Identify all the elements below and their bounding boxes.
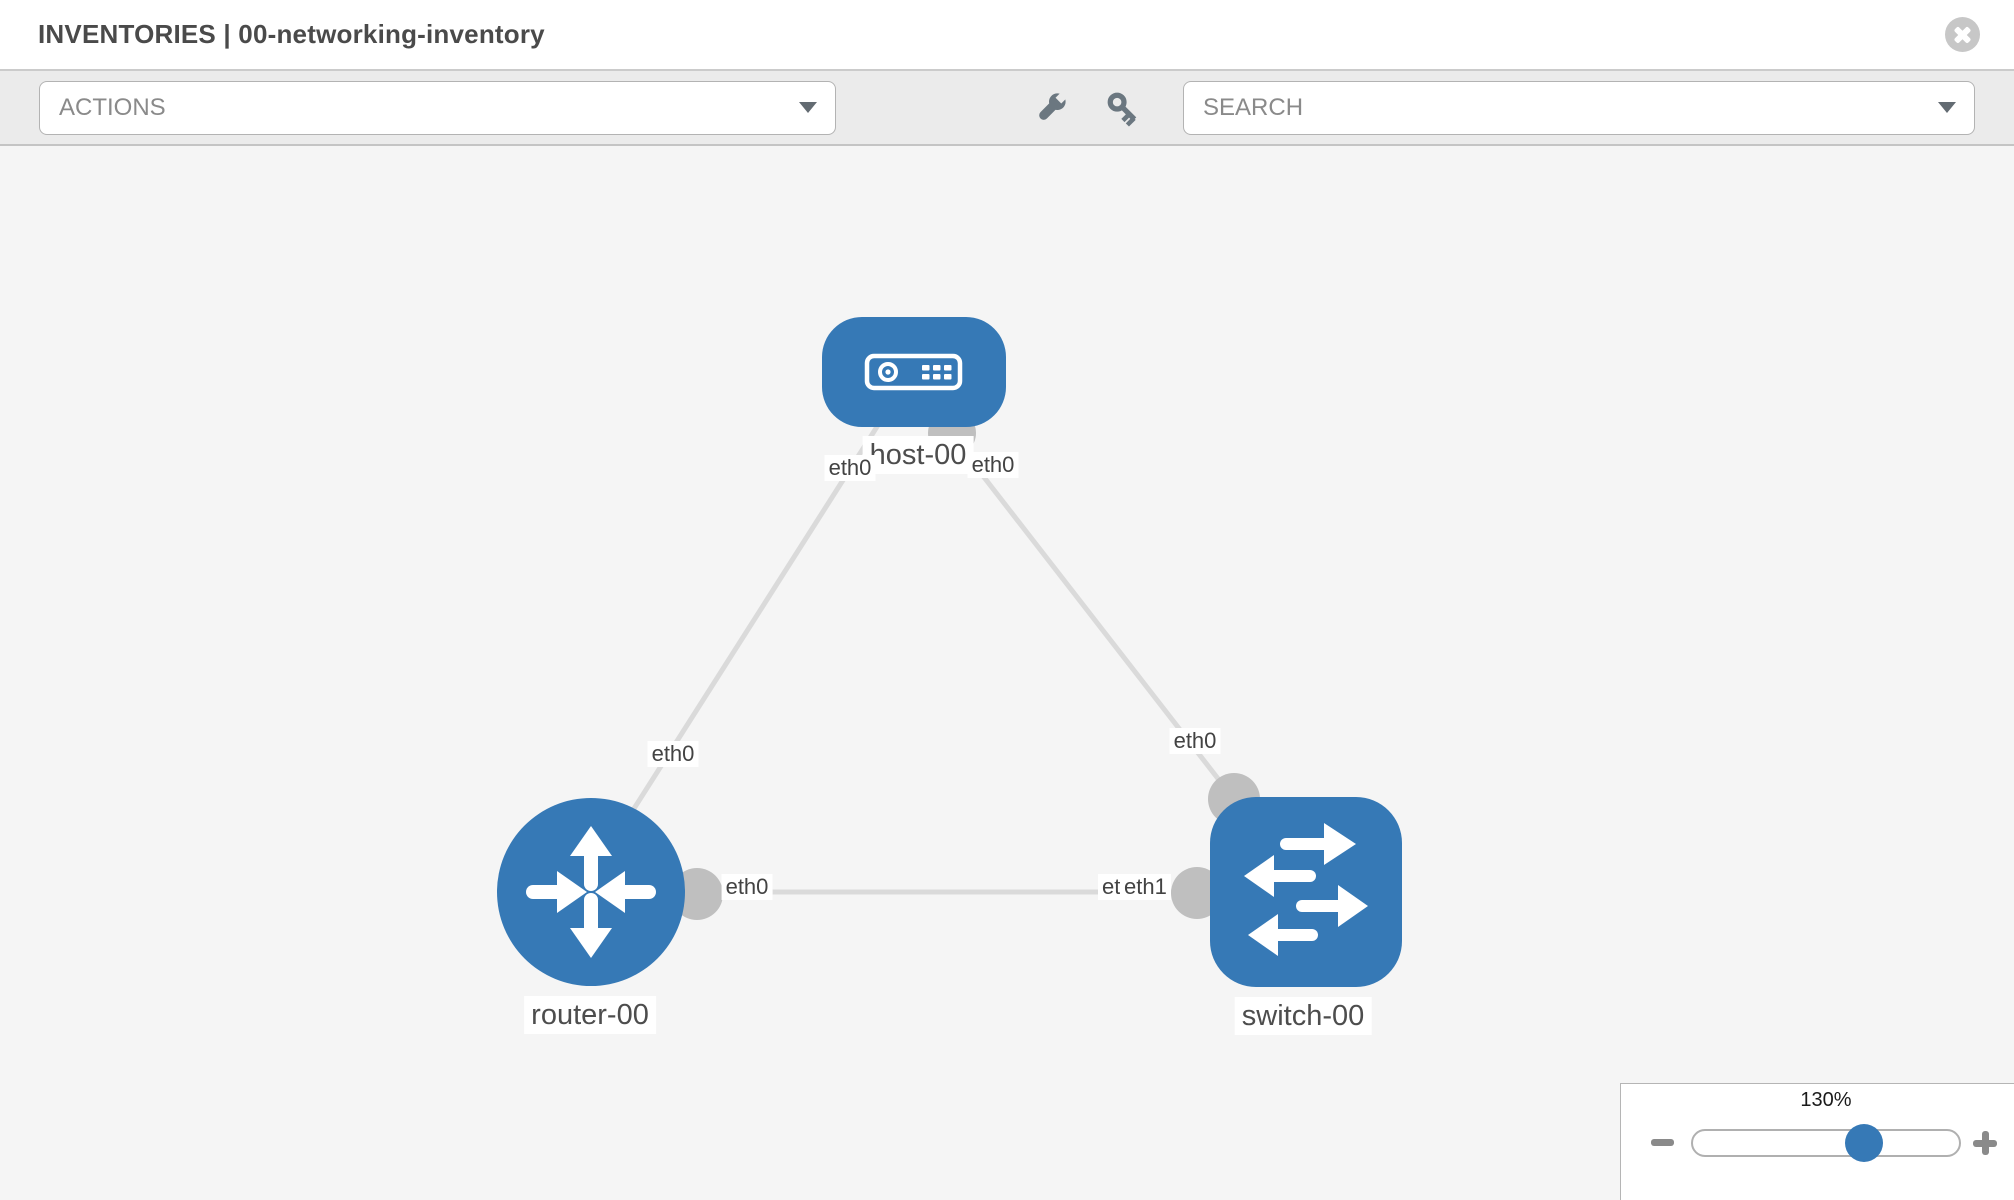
interface-label-switch-eth0-uplink: eth0 [1169, 728, 1221, 754]
actions-dropdown-label: ACTIONS [59, 93, 166, 121]
close-icon[interactable] [1945, 17, 1980, 52]
toolbar: ACTIONS SEARCH [0, 71, 2014, 146]
wrench-icon[interactable] [1032, 89, 1070, 127]
server-icon [864, 353, 963, 391]
zoom-out-minus-icon[interactable] [1651, 1139, 1674, 1146]
zoom-level-value: 130% [1800, 1089, 1852, 1111]
topology-canvas[interactable]: host-00 router-00 switch-00 eth0 eth0 et… [0, 148, 2014, 1200]
zoom-control-panel: 130% [1620, 1083, 2014, 1200]
zoom-in-plus-icon[interactable] [1973, 1131, 1997, 1155]
caret-down-icon [1938, 102, 1956, 113]
node-label-router-00: router-00 [524, 996, 656, 1034]
topology-links-layer [597, 409, 1260, 920]
interface-label-router-eth0: eth0 [721, 874, 773, 900]
node-label-switch-00: switch-00 [1234, 997, 1372, 1035]
search-dropdown[interactable]: SEARCH [1183, 80, 1975, 135]
node-switch-00[interactable] [1210, 797, 1402, 987]
search-dropdown-label: SEARCH [1203, 93, 1304, 121]
node-router-00[interactable] [497, 798, 685, 986]
interface-label-host-eth0-left: eth0 [824, 455, 876, 481]
interface-label-host-eth0-right: eth0 [967, 452, 1019, 478]
link-host-router [597, 420, 883, 864]
page-title: INVENTORIES | 00-networking-inventory [38, 19, 545, 49]
plus-icon-bar [1981, 1131, 1989, 1155]
node-label-host-00: host-00 [862, 436, 974, 474]
interface-label-switch-eth1: eth1 [1120, 874, 1171, 900]
switch-arrows-icon [1244, 823, 1368, 956]
node-host-00[interactable] [822, 317, 1006, 427]
header: INVENTORIES | 00-networking-inventory [0, 0, 2014, 71]
zoom-slider-thumb[interactable] [1845, 1124, 1883, 1162]
key-icon[interactable] [1104, 89, 1142, 127]
toolbar-icons [1032, 89, 1142, 127]
zoom-slider-track[interactable] [1691, 1129, 1961, 1157]
actions-dropdown[interactable]: ACTIONS [39, 80, 836, 135]
caret-down-icon [799, 102, 817, 113]
router-arrows-icon [526, 826, 656, 958]
interface-label-router-eth0-uplink: eth0 [647, 741, 699, 767]
